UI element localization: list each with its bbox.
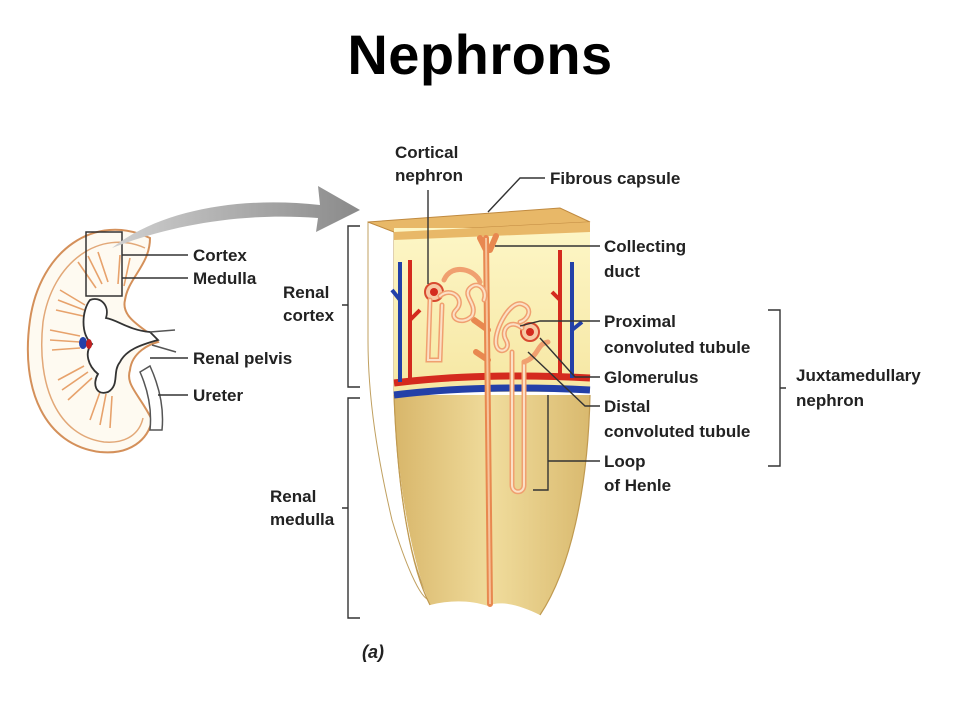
- label-renal-cortex-1: Renal: [283, 283, 329, 302]
- renal-medulla-bracket: [342, 397, 360, 619]
- brackets: [342, 225, 786, 619]
- cortical-nephron: [424, 267, 488, 363]
- label-distal-1: Distal: [604, 397, 650, 416]
- medulla-region: [394, 395, 590, 615]
- kidney-section-box: [85, 231, 123, 297]
- interlobular-vessels: [390, 250, 584, 382]
- juxtamedullary-bracket: [768, 309, 786, 467]
- label-juxtamedullary-1: Juxtamedullary: [796, 366, 921, 385]
- label-cortical-nephron-1: Cortical: [395, 143, 458, 162]
- label-distal-2: convoluted tubule: [604, 422, 750, 441]
- label-proximal-1: Proximal: [604, 312, 676, 331]
- kidney-section: [26, 228, 177, 454]
- label-collecting-duct-1: Collecting: [604, 237, 686, 256]
- ureter-tube: [139, 364, 164, 431]
- arcuate-vein: [393, 384, 591, 399]
- kidney-pyramids: [49, 251, 131, 429]
- section-block: [367, 207, 591, 616]
- section-leaders: [427, 177, 600, 491]
- renal-pelvis-shape: [79, 298, 160, 394]
- label-ureter: Ureter: [193, 386, 243, 405]
- label-renal-medulla-1: Renal: [270, 487, 316, 506]
- renal-vessels: [149, 329, 177, 353]
- label-proximal-2: convoluted tubule: [604, 338, 750, 357]
- label-loop-1: Loop: [604, 452, 646, 471]
- label-renal-pelvis: Renal pelvis: [193, 349, 292, 368]
- panel-label: (a): [362, 642, 384, 662]
- label-cortical-nephron-2: nephron: [395, 166, 463, 185]
- kidney-inner-outline: [41, 241, 146, 443]
- label-glomerulus: Glomerulus: [604, 368, 698, 387]
- label-cortex: Cortex: [193, 246, 247, 265]
- zoom-arrow: [112, 186, 360, 248]
- label-juxtamedullary-2: nephron: [796, 391, 864, 410]
- label-renal-medulla-2: medulla: [270, 510, 335, 529]
- label-medulla: Medulla: [193, 269, 257, 288]
- label-fibrous-capsule: Fibrous capsule: [550, 169, 680, 188]
- label-renal-cortex-2: cortex: [283, 306, 335, 325]
- slide-title: Nephrons: [347, 23, 613, 86]
- juxtamedullary-nephron: [493, 301, 551, 495]
- renal-cortex-bracket: [342, 225, 360, 388]
- kidney-leaders: [122, 254, 188, 396]
- label-loop-2: of Henle: [604, 476, 671, 495]
- label-collecting-duct-2: duct: [604, 262, 640, 281]
- cortex-region: [394, 228, 590, 392]
